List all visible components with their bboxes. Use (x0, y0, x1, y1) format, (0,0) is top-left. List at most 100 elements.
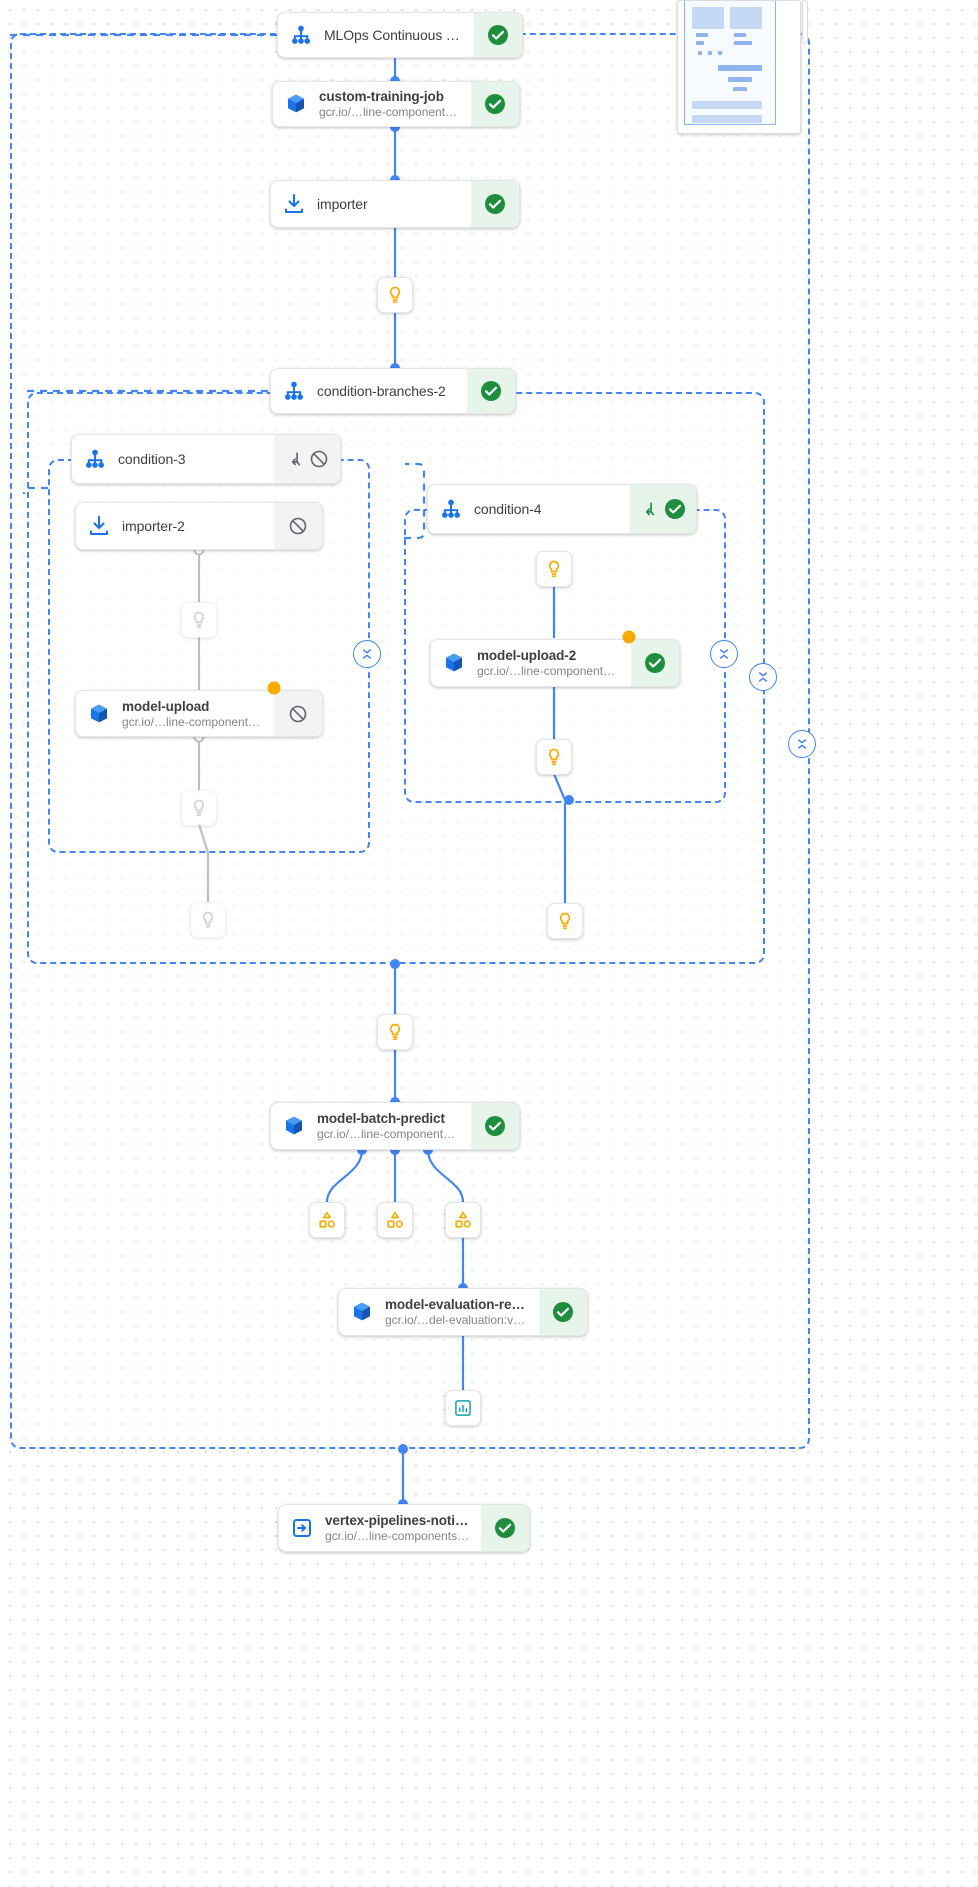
artifact-chip-3[interactable] (181, 790, 217, 826)
dataset-chip-2[interactable] (377, 1202, 413, 1238)
minimap-node (692, 101, 762, 109)
enter-arrow-icon (645, 501, 654, 515)
status-badge[interactable] (481, 1505, 529, 1551)
node-subtitle: gcr.io/…line-components:2.6.0 (325, 1529, 471, 1543)
node-title: importer-2 (122, 518, 185, 534)
minimap-node (708, 51, 712, 55)
node-subtitle: gcr.io/…line-components:2.6.0 (319, 105, 461, 119)
warning-dot-icon (622, 630, 636, 644)
artifact-chip-8[interactable] (377, 1014, 413, 1050)
minimap-node (692, 115, 762, 123)
node-title: condition-4 (474, 501, 542, 517)
container-icon (339, 1289, 385, 1335)
artifact-chip-2[interactable] (181, 602, 217, 638)
node-title: model-upload (122, 698, 210, 714)
node-title: vertex-pipelines-notificat… (325, 1513, 471, 1528)
lightbulb-icon (202, 911, 214, 928)
collapse-handle-condition-3[interactable] (353, 640, 381, 668)
status-badge-group[interactable] (274, 435, 340, 483)
metrics-chip-1[interactable] (445, 1390, 481, 1426)
lightbulb-icon (193, 611, 205, 628)
node-text: model-batch-predict gcr.io/…line-compone… (317, 1103, 471, 1149)
dag-icon (278, 13, 324, 57)
status-badge[interactable] (471, 181, 519, 227)
node-vertex-notification[interactable]: vertex-pipelines-notificat… gcr.io/…line… (278, 1504, 530, 1552)
lightbulb-icon (389, 1023, 401, 1040)
status-badge-group[interactable] (630, 485, 696, 533)
artifact-chip-6[interactable] (536, 739, 572, 775)
dag-icon (271, 369, 317, 413)
minimap-node (734, 33, 746, 37)
minimap-node (734, 41, 752, 45)
status-badge[interactable] (467, 369, 515, 413)
status-badge[interactable] (539, 1289, 587, 1335)
warning-dot-icon (267, 681, 281, 695)
node-condition-4[interactable]: condition-4 (427, 484, 697, 534)
artifact-chip-7[interactable] (547, 903, 583, 939)
status-badge[interactable] (471, 82, 519, 126)
minimap-node (718, 65, 762, 71)
node-subtitle: gcr.io/…line-components:2.6.0 (317, 1127, 461, 1141)
chevron-double-vertical-icon (758, 672, 768, 682)
lightbulb-icon (193, 799, 205, 816)
node-subtitle: gcr.io/…del-evaluation:v0.9.3 (385, 1313, 529, 1327)
node-text: importer (317, 181, 471, 227)
status-badge[interactable] (274, 691, 322, 736)
node-condition-branches-2[interactable]: condition-branches-2 (270, 368, 516, 414)
block-icon (310, 450, 327, 468)
node-text: importer-2 (122, 503, 274, 549)
status-badge[interactable] (471, 1103, 519, 1149)
node-text: MLOps Continuous Traini… (324, 13, 474, 57)
check-circle-icon (664, 499, 685, 519)
status-badge[interactable] (474, 13, 522, 57)
node-importer-2[interactable]: importer-2 (75, 502, 323, 550)
graph-minimap[interactable] (677, 0, 801, 134)
node-model-evaluation[interactable]: model-evaluation-regres… gcr.io/…del-eva… (338, 1288, 588, 1336)
node-title: condition-branches-2 (317, 383, 446, 399)
lightbulb-icon (389, 286, 401, 303)
node-text: condition-4 (474, 485, 630, 533)
check-circle-icon (485, 94, 505, 114)
lightbulb-icon (559, 912, 571, 929)
import-icon (76, 503, 122, 549)
node-model-upload[interactable]: model-upload gcr.io/…line-components:2.6… (75, 690, 323, 737)
node-custom-training-job[interactable]: custom-training-job gcr.io/…line-compone… (272, 81, 520, 127)
node-mlops-root[interactable]: MLOps Continuous Traini… (277, 12, 523, 58)
artifact-chip-5[interactable] (536, 551, 572, 587)
node-text: model-upload-2 gcr.io/…line-components:2… (477, 640, 631, 686)
node-model-upload-2[interactable]: model-upload-2 gcr.io/…line-components:2… (430, 639, 680, 687)
minimap-secondary-panel[interactable] (802, 0, 808, 44)
dag-icon (428, 485, 474, 533)
shapes-icon (387, 1211, 403, 1228)
check-circle-icon (645, 653, 665, 673)
status-badge[interactable] (274, 503, 322, 549)
node-condition-3[interactable]: condition-3 (71, 434, 341, 484)
collapse-handle-branches-inner[interactable] (749, 663, 777, 691)
artifact-chip-4[interactable] (190, 902, 226, 938)
import-icon (271, 181, 317, 227)
lightbulb-icon (548, 560, 560, 577)
node-model-batch-predict[interactable]: model-batch-predict gcr.io/…line-compone… (270, 1102, 520, 1150)
check-circle-icon (485, 194, 505, 214)
collapse-handle-condition-4[interactable] (710, 640, 738, 668)
collapse-handle-branches-outer[interactable] (788, 730, 816, 758)
dataset-chip-1[interactable] (309, 1202, 345, 1238)
check-circle-icon (485, 1116, 505, 1136)
chevron-double-vertical-icon (719, 649, 729, 659)
minimap-node (698, 51, 702, 55)
node-title: MLOps Continuous Traini… (324, 27, 464, 43)
dataset-chip-3[interactable] (445, 1202, 481, 1238)
minimap-node (696, 41, 704, 45)
minimap-node (730, 7, 762, 29)
check-circle-icon (481, 381, 501, 401)
block-icon (289, 705, 307, 722)
node-subtitle: gcr.io/…line-components:2.6.0 (477, 664, 621, 678)
exit-icon (279, 1505, 325, 1551)
status-badge[interactable] (631, 640, 679, 686)
node-importer[interactable]: importer (270, 180, 520, 228)
bar-chart-icon (455, 1400, 471, 1416)
chevron-double-vertical-icon (362, 649, 372, 659)
minimap-node (728, 77, 752, 82)
artifact-chip-1[interactable] (377, 277, 413, 313)
